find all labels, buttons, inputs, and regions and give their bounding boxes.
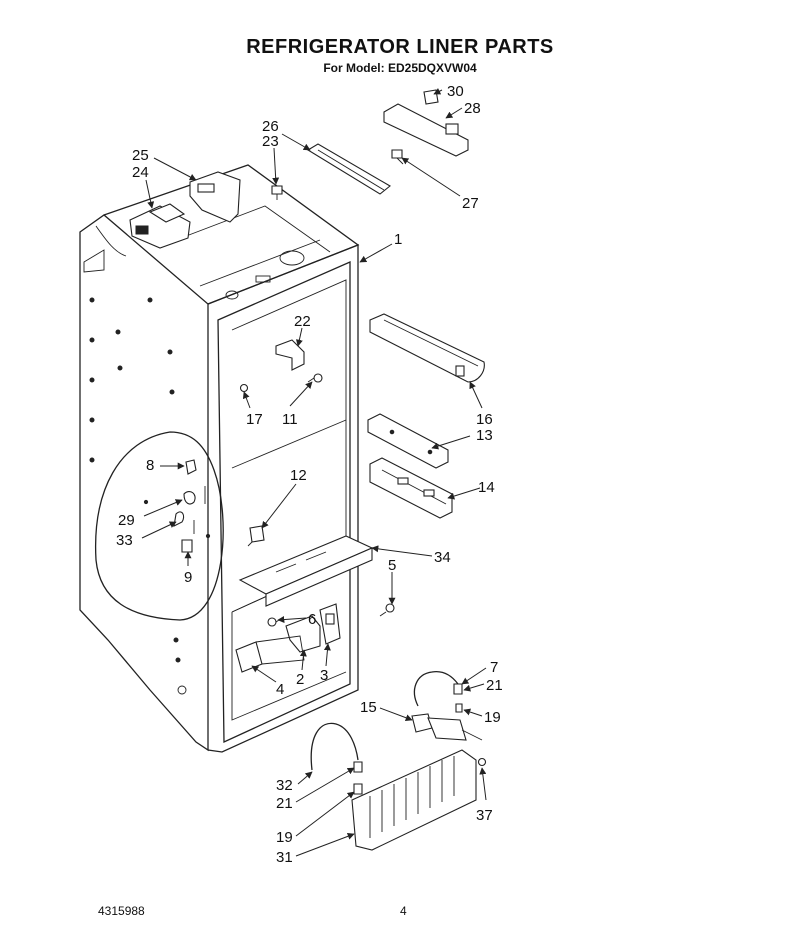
- part-7-tube: [413, 670, 459, 707]
- part-16-shelf-trim: [369, 313, 485, 383]
- callout-21-upper: 21: [486, 677, 503, 694]
- callout-11: 11: [282, 411, 298, 428]
- part-21-nut-lower: [353, 761, 363, 773]
- callout-19-upper: 19: [484, 709, 501, 726]
- callout-37: 37: [476, 807, 493, 824]
- callout-25: 25: [132, 147, 149, 164]
- callout-33: 33: [116, 532, 133, 549]
- callout-23: 23: [262, 133, 279, 150]
- part-15-valve: [411, 713, 483, 741]
- part-26-rail: [306, 143, 391, 195]
- callout-21-lower: 21: [276, 795, 293, 812]
- callout-30: 30: [447, 83, 464, 100]
- part-17-screw: [239, 383, 249, 393]
- callout-24: 24: [132, 164, 149, 181]
- part-14-track: [369, 457, 453, 519]
- part-12-clip: [247, 525, 265, 547]
- part-34-cover: [238, 535, 374, 607]
- part-21-nut-upper: [453, 683, 463, 695]
- liner-mounting-holes: [89, 297, 181, 663]
- callout-2: 2: [296, 671, 304, 688]
- model-subtitle: For Model: ED25DQXVW04: [323, 61, 477, 75]
- part-2-bracket: [285, 615, 321, 653]
- part-23-screw: [271, 185, 283, 200]
- callout-3: 3: [320, 667, 328, 684]
- part-5-screw: [379, 603, 395, 617]
- callout-26: 26: [262, 118, 279, 135]
- callout-22: 22: [294, 313, 311, 330]
- part-4-housing: [235, 635, 305, 673]
- part-30-clip: [423, 89, 439, 105]
- callout-7: 7: [490, 659, 498, 676]
- part-3-bracket: [319, 603, 341, 645]
- part-22-bracket: [275, 339, 305, 371]
- callout-19-lower: 19: [276, 829, 293, 846]
- callout-17: 17: [246, 411, 263, 428]
- callout-16: 16: [476, 411, 493, 428]
- callout-12: 12: [290, 467, 307, 484]
- callout-28: 28: [464, 100, 481, 117]
- refrigerator-liner: [79, 164, 360, 753]
- callout-labels: 30 28 26 23 27 25 24 1 22 17 11 16 13 14…: [116, 83, 503, 866]
- callout-15: 15: [360, 699, 377, 716]
- callout-8: 8: [146, 457, 154, 474]
- part-27-screw: [391, 149, 404, 165]
- part-13-track: [367, 413, 449, 469]
- callout-13: 13: [476, 427, 493, 444]
- part-19-insert-lower: [353, 783, 363, 795]
- callout-9: 9: [184, 569, 192, 586]
- part-24-light-housing: [129, 203, 191, 249]
- leader-lines: [141, 88, 487, 857]
- callout-6: 6: [308, 611, 316, 628]
- part-28-bracket: [383, 103, 469, 157]
- callout-1: 1: [394, 231, 402, 248]
- callout-14: 14: [478, 479, 495, 496]
- part-6-screw: [267, 617, 283, 627]
- callout-32: 32: [276, 777, 293, 794]
- part-32-tube: [310, 722, 359, 771]
- part-25-bracket: [189, 171, 241, 223]
- page-number: 4: [400, 904, 407, 918]
- callout-27: 27: [462, 195, 479, 212]
- page-title: REFRIGERATOR LINER PARTS: [246, 36, 554, 58]
- document-number: 4315988: [98, 904, 145, 918]
- part-19-insert-upper: [455, 703, 463, 713]
- callout-34: 34: [434, 549, 451, 566]
- part-37-screw: [477, 757, 487, 767]
- detail-circle: [94, 431, 224, 621]
- callout-29: 29: [118, 512, 135, 529]
- callout-31: 31: [276, 849, 293, 866]
- part-11-screw: [307, 373, 323, 383]
- callout-5: 5: [388, 557, 396, 574]
- callout-4: 4: [276, 681, 284, 698]
- part-31-drawer: [351, 749, 477, 851]
